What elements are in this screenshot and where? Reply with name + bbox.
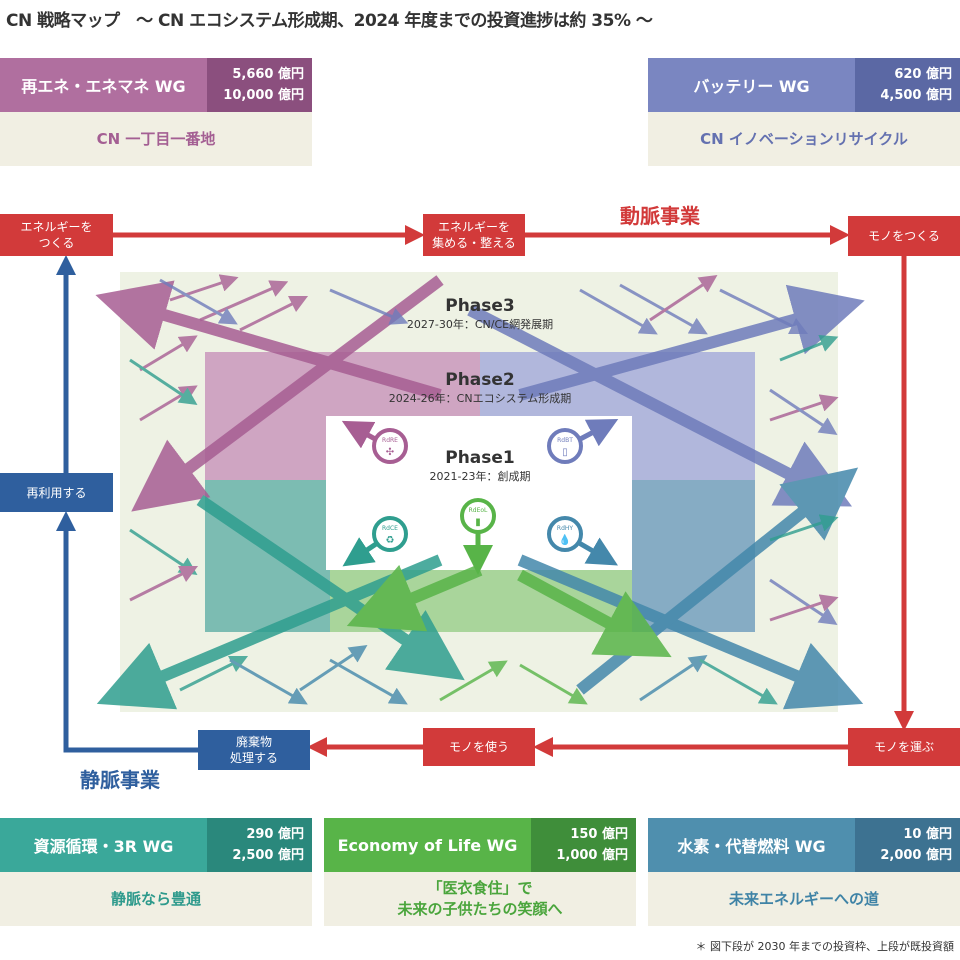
wg-amounts: 620 億円 4,500 億円 [855,58,960,112]
wg-amounts: 5,660 億円 10,000 億円 [207,58,312,112]
wg-slogan: 静脈なら豊通 [0,872,312,926]
wg-slogan: CN イノベーションリサイクル [648,112,960,166]
page-title: CN 戦略マップ ～ CN エコシステム形成期、2024 年度までの投資進捗は約… [6,11,653,31]
flow-carry-things: モノを運ぶ [848,728,960,766]
wg-label: バッテリー WG [648,58,855,112]
arterial-label: 動脈事業 [620,204,700,228]
svg-text:✣: ✣ [386,447,394,458]
wg-amounts: 10 億円 2,000 億円 [855,818,960,872]
svg-text:RdBT: RdBT [557,437,573,444]
wg-label: Economy of Life WG [324,818,531,872]
wg-amounts: 290 億円 2,500 億円 [207,818,312,872]
flow-waste: 廃棄物処理する [198,730,310,770]
pin-ce-icon: RdCE ♻ [342,516,408,567]
svg-text:RdCE: RdCE [382,525,398,532]
pin-hy-icon: RdHY💧 [547,516,618,566]
svg-text:RdEoL: RdEoL [469,507,488,514]
svg-text:RdHY: RdHY [557,525,573,532]
wg-slogan: 「医衣食住」で未来の子供たちの笑顔へ [324,872,636,926]
footnote: ＊ 図下段が 2030 年までの投資枠、上段が既投資額 [695,940,954,953]
flow-make-energy: エネルギーをつくる [0,214,113,256]
wg-hydrogen-card: 水素・代替燃料 WG 10 億円 2,000 億円 未来エネルギーへの道 [648,818,960,926]
svg-text:▮: ▮ [475,517,481,528]
flow-reuse: 再利用する [0,473,113,512]
svg-text:▯: ▯ [562,447,568,458]
wg-eol-card: Economy of Life WG 150 億円 1,000 億円 「医衣食住」… [324,818,636,926]
amount-done: 290 億円 [246,827,304,842]
amount-plan: 1,000 億円 [556,848,628,863]
svg-text:RdRE: RdRE [382,437,398,444]
pin-eol-icon: RdEoL ▮ [460,498,496,575]
wg-circular-card: 資源循環・3R WG 290 億円 2,500 億円 静脈なら豊通 [0,818,312,926]
wg-label: 資源循環・3R WG [0,818,207,872]
amount-done: 620 億円 [894,67,952,82]
amount-plan: 2,000 億円 [880,848,952,863]
flow-use-things: モノを使う [423,728,535,766]
wg-re-card: 再エネ・エネマネ WG 5,660 億円 10,000 億円 CN 一丁目一番地 [0,58,312,166]
amount-plan: 10,000 億円 [223,88,304,103]
svg-text:♻: ♻ [386,535,395,546]
flow-gather-energy: エネルギーを集める・整える [423,214,525,256]
amount-plan: 4,500 億円 [880,88,952,103]
amount-plan: 2,500 億円 [232,848,304,863]
pin-bt-icon: RdBT ▯ [547,419,619,464]
wg-amounts: 150 億円 1,000 億円 [531,818,636,872]
amount-done: 5,660 億円 [232,67,304,82]
wg-battery-card: バッテリー WG 620 億円 4,500 億円 CN イノベーションリサイクル [648,58,960,166]
amount-done: 10 億円 [903,827,952,842]
venous-label: 静脈事業 [80,768,160,792]
wg-label: 水素・代替燃料 WG [648,818,855,872]
amount-done: 150 億円 [570,827,628,842]
wg-slogan: 未来エネルギーへの道 [648,872,960,926]
pin-re-icon: RdRE ✣ [341,420,408,464]
svg-text:💧: 💧 [559,533,571,546]
wg-slogan: CN 一丁目一番地 [0,112,312,166]
flow-make-things: モノをつくる [848,216,960,256]
wg-label: 再エネ・エネマネ WG [0,58,207,112]
